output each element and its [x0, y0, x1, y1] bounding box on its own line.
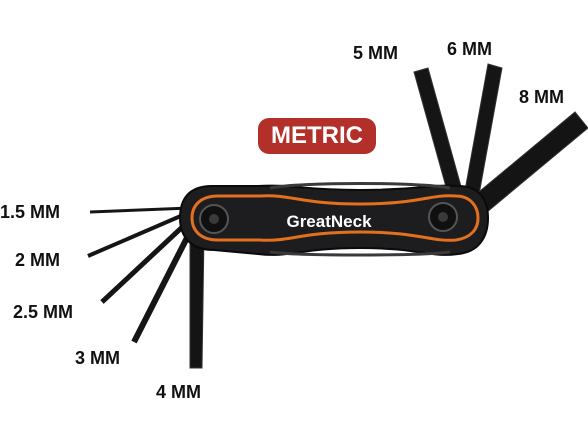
hex-key-5mm: [413, 67, 463, 195]
size-label-2.5mm: 2.5 MM: [13, 302, 74, 322]
hex-key-2mm: [87, 210, 191, 258]
hex-key-2.5mm: [100, 216, 194, 304]
metric-badge: METRIC: [258, 118, 376, 154]
handle-ridge: [269, 182, 451, 190]
size-label-3mm: 3 MM: [75, 348, 120, 368]
hex-key-1.5mm: [89, 206, 191, 214]
hex-key-4mm: [189, 233, 205, 369]
size-label-8mm: 8 MM: [519, 87, 564, 107]
right-screw-socket: [438, 212, 448, 222]
hex-key-3mm: [131, 222, 197, 344]
size-label-1.5mm: 1.5 MM: [0, 202, 61, 222]
handle-orange-band: [190, 194, 480, 242]
size-label-6mm: 6 MM: [447, 39, 492, 59]
size-label-5mm: 5 MM: [353, 43, 398, 63]
handle-bottom-ridge: [269, 250, 451, 257]
left-screw-socket: [209, 214, 219, 224]
size-label-4mm: 4 MM: [156, 382, 201, 402]
tool-handle: [178, 184, 490, 256]
size-label-2mm: 2 MM: [15, 250, 60, 270]
brand-logo: GreatNeck: [286, 212, 372, 231]
